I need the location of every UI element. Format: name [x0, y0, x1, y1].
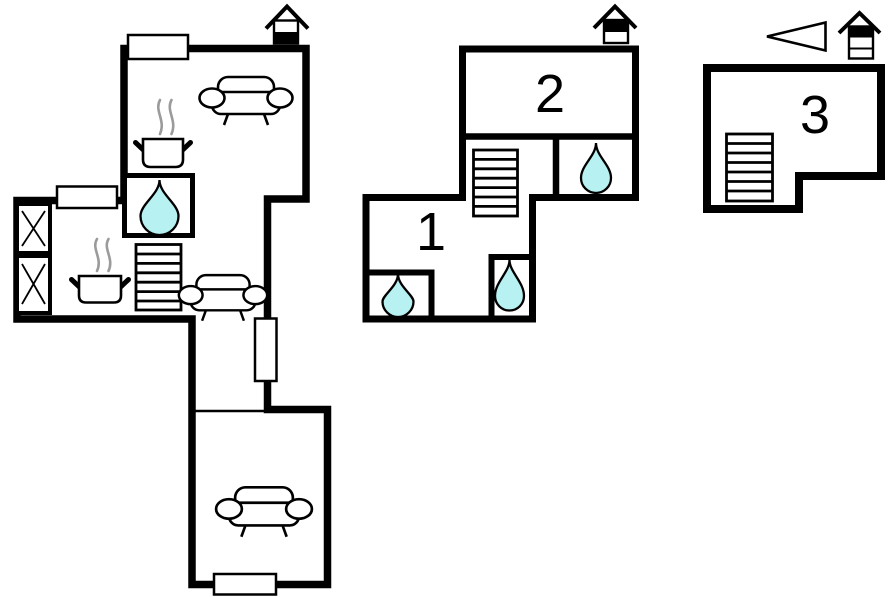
pot-icon-upper — [133, 98, 193, 169]
appliance-box-icon-upper — [15, 202, 52, 255]
water-drop-icon-left-bath — [381, 273, 415, 319]
filled-storey-band — [605, 21, 627, 32]
story-indicator-second-icon — [837, 10, 882, 60]
window-kitchen — [55, 185, 119, 210]
sofa-icon-bottom-room — [214, 485, 314, 538]
window-hall — [253, 317, 278, 383]
sofa-armrest-left — [198, 87, 226, 109]
sofa-armrest-left — [214, 497, 244, 521]
sofa-armrest-left — [177, 284, 204, 306]
story-indicator-ground-icon — [264, 3, 310, 45]
stairs-icon-first — [472, 148, 519, 218]
ground-floor-plan — [13, 3, 332, 596]
filled-storey-band — [275, 32, 297, 43]
sofa-legs — [222, 113, 270, 126]
x-cross — [21, 263, 46, 305]
sofa-icon-hall — [177, 273, 269, 322]
stair-treads — [473, 158, 518, 208]
north-arrow-icon — [766, 20, 827, 53]
sofa-armrest-right — [242, 284, 269, 306]
pot-body — [77, 274, 123, 304]
stair-treads — [136, 252, 181, 303]
steam — [157, 98, 175, 136]
unit-2-label: 2 — [535, 64, 565, 124]
window-top — [126, 33, 190, 61]
second-floor-plan: 3 — [703, 10, 885, 213]
bath-left-walls — [363, 269, 435, 316]
bathroom-ground — [122, 173, 195, 238]
steam — [94, 237, 112, 273]
ground-floor-outline — [13, 44, 332, 589]
sofa-legs — [240, 524, 288, 538]
sofa-armrest-right — [266, 87, 294, 109]
bath-right-walls — [488, 254, 535, 316]
water-drop-icon-upper-bath — [579, 142, 613, 195]
sofa-armrest-right — [284, 497, 314, 521]
first-floor-plan: 1 2 — [362, 3, 639, 323]
appliance-box-icon-lower — [15, 254, 52, 315]
story-indicator-first-icon — [592, 3, 638, 45]
pot-body — [141, 137, 185, 169]
stair-treads — [726, 142, 773, 193]
pot-icon-kitchen — [69, 237, 131, 304]
water-drop-icon-right-bath — [493, 259, 526, 312]
x-cross — [21, 210, 46, 247]
stairs-icon-ground — [134, 243, 183, 312]
unit-1-label: 1 — [416, 202, 446, 262]
sofa-icon-living — [198, 75, 294, 126]
sofa-legs — [200, 309, 246, 322]
filled-storey-band — [850, 27, 872, 38]
stairs-icon-second — [725, 132, 774, 203]
unit-3-label: 3 — [800, 85, 830, 145]
water-drop-icon — [139, 179, 180, 237]
window-bottom — [212, 572, 278, 596]
